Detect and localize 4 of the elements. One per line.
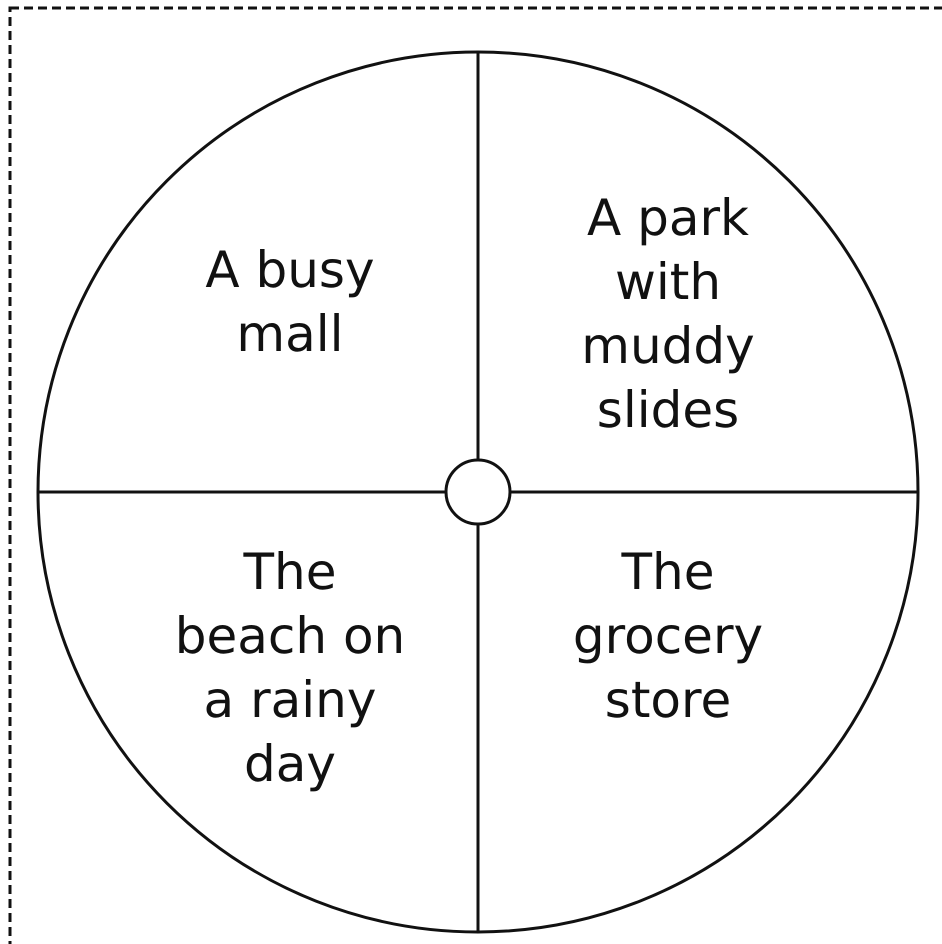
spinner-section-text: A busy mall	[160, 238, 420, 366]
spinner-section-text: The beach on a rainy day	[160, 540, 420, 796]
spinner-section-text: A park with muddy slides	[538, 186, 798, 442]
spinner-section-text: The grocery store	[538, 540, 798, 732]
